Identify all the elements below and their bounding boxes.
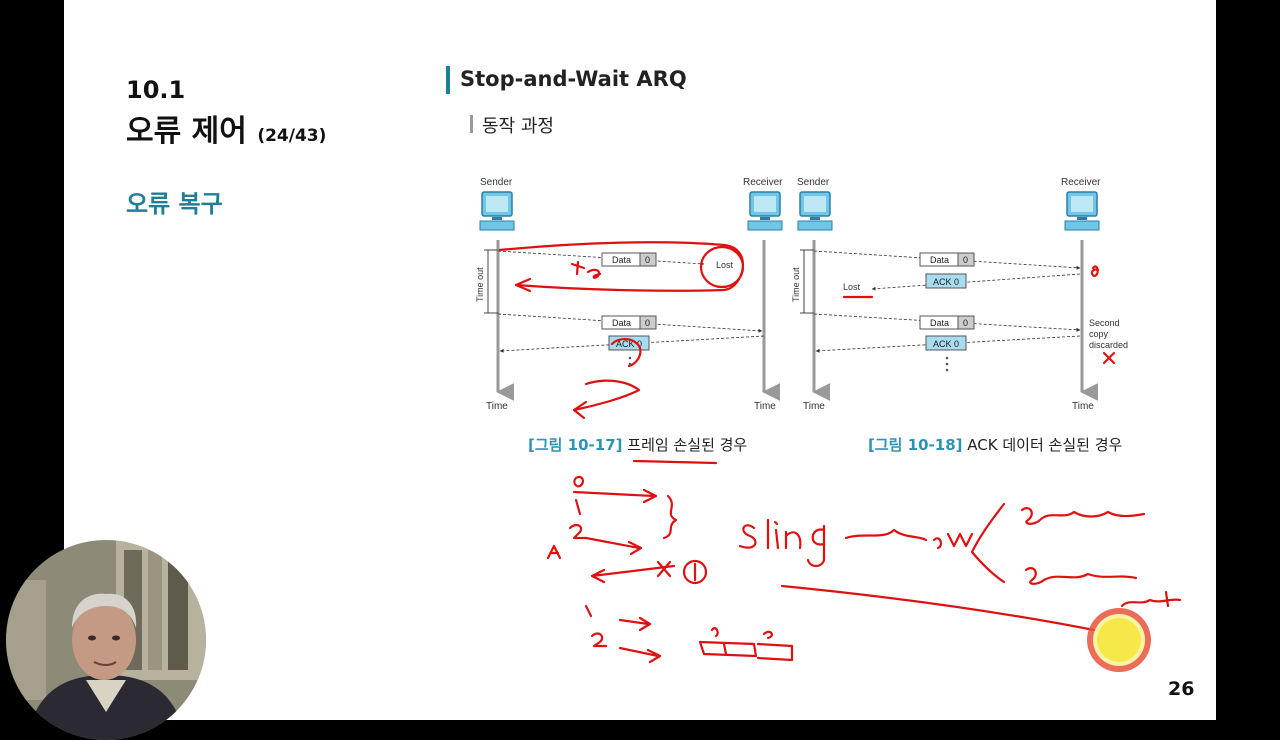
- lost-label: Lost: [843, 282, 861, 292]
- figure-ack-lost: Sender Receiver Time Time Time out: [791, 177, 1128, 412]
- discard-note: copy: [1089, 329, 1109, 339]
- computer-icon: [1064, 191, 1100, 231]
- caption-fig-number: [그림 10-18]: [868, 436, 963, 454]
- step-heading: 동작 과정: [482, 116, 554, 137]
- caption-frame-lost: [그림 10-17] 프레임 손실된 경우: [528, 434, 747, 455]
- timeout-label: Time out: [791, 267, 801, 302]
- slide-title: 오류 제어 (24/43): [126, 106, 326, 150]
- discard-note: Second: [1089, 318, 1120, 328]
- frame-seq: 0: [645, 255, 650, 265]
- time-label: Time: [486, 401, 508, 412]
- ack-label: ACK 0: [933, 339, 959, 349]
- presenter-photo: [6, 540, 206, 740]
- ack-label: ACK 0: [616, 339, 642, 349]
- discard-note: discarded: [1089, 340, 1128, 350]
- receiver-label: Receiver: [743, 177, 783, 188]
- slide-title-main: 오류 제어: [126, 114, 247, 149]
- section-heading: Stop-and-Wait ARQ: [460, 67, 687, 91]
- arq-diagrams: Sender Receiver Time Time: [475, 177, 1182, 672]
- frame-seq: 0: [963, 318, 968, 328]
- laser-pointer: [1087, 608, 1151, 672]
- page-number: 26: [1168, 678, 1195, 700]
- receiver-label: Receiver: [1061, 177, 1101, 188]
- ack-label: ACK 0: [933, 277, 959, 287]
- presenter-webcam: [6, 540, 206, 740]
- frame-label: Data: [930, 318, 949, 328]
- frame-seq: 0: [963, 255, 968, 265]
- figure-frame-lost: Sender Receiver Time Time: [475, 177, 783, 412]
- section-number: 10.1: [126, 76, 186, 104]
- timeout-label: Time out: [475, 267, 485, 302]
- step-accent-bar: [470, 115, 473, 133]
- frame-seq: 0: [645, 318, 650, 328]
- subtopic-label: 오류 복구: [126, 190, 223, 218]
- pen-annotations: [498, 241, 1182, 664]
- computer-icon: [797, 191, 833, 231]
- sender-label: Sender: [797, 177, 830, 188]
- sender-label: Sender: [480, 177, 513, 188]
- caption-ack-lost: [그림 10-18] ACK 데이터 손실된 경우: [868, 434, 1122, 455]
- slide-title-sub: (24/43): [257, 126, 327, 146]
- time-label: Time: [1072, 401, 1094, 412]
- frame-label: Data: [612, 255, 631, 265]
- caption-text: ACK 데이터 손실된 경우: [967, 436, 1123, 454]
- caption-fig-number: [그림 10-17]: [528, 436, 623, 454]
- frame-label: Data: [612, 318, 631, 328]
- frame-label: Data: [930, 255, 949, 265]
- slide: 10.1 오류 제어 (24/43) 오류 복구 Stop-and-Wait A…: [64, 0, 1216, 720]
- lost-label: Lost: [716, 260, 734, 270]
- caption-text: 프레임 손실된 경우: [627, 436, 748, 454]
- computer-icon: [747, 191, 783, 231]
- time-label: Time: [803, 401, 825, 412]
- time-label: Time: [754, 401, 776, 412]
- heading-accent-bar: [446, 66, 450, 94]
- computer-icon: [479, 191, 515, 231]
